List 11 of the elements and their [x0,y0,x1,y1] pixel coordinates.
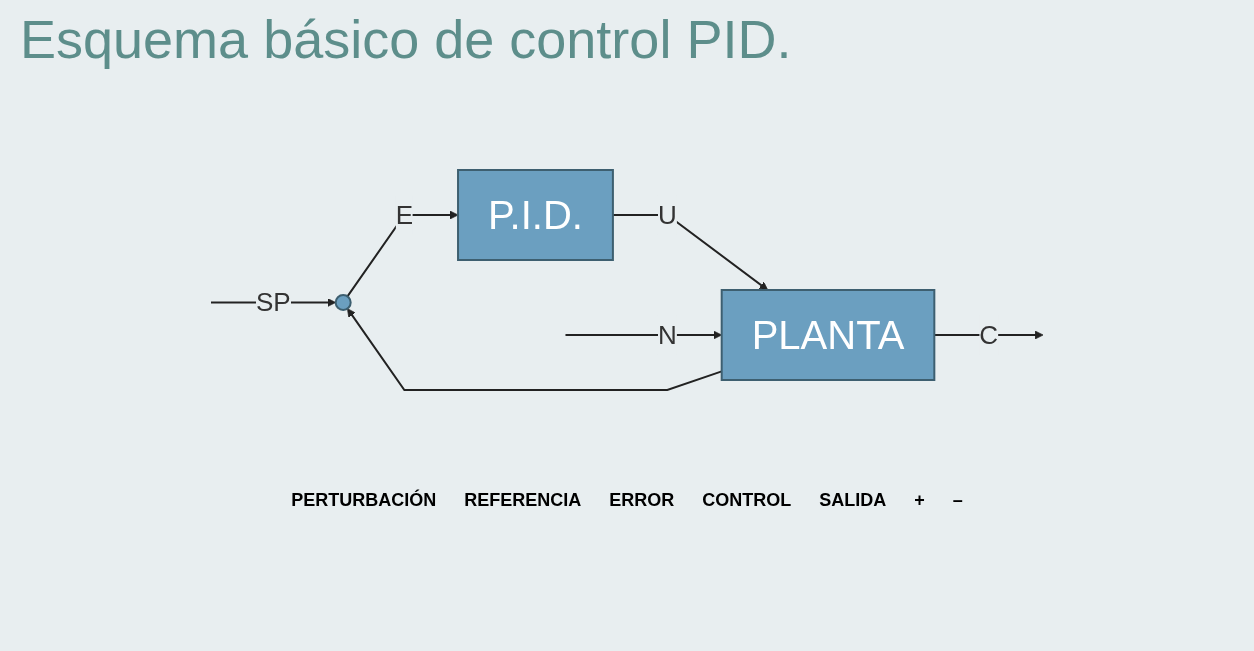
signal-label: PERTURBACIÓN [291,490,437,511]
block-box: PLANTA [720,289,936,381]
summing-junction [334,294,352,311]
signal-label: REFERENCIA [464,490,582,511]
signal-label: CONTROL [702,490,792,511]
signal-label: + [914,490,925,511]
block-box: P.I.D. [456,169,614,261]
signal-label: SALIDA [819,490,887,511]
signal-label: – [952,490,963,511]
signal-label: ERROR [609,490,675,511]
title: Esquema básico de control PID. [20,8,793,70]
